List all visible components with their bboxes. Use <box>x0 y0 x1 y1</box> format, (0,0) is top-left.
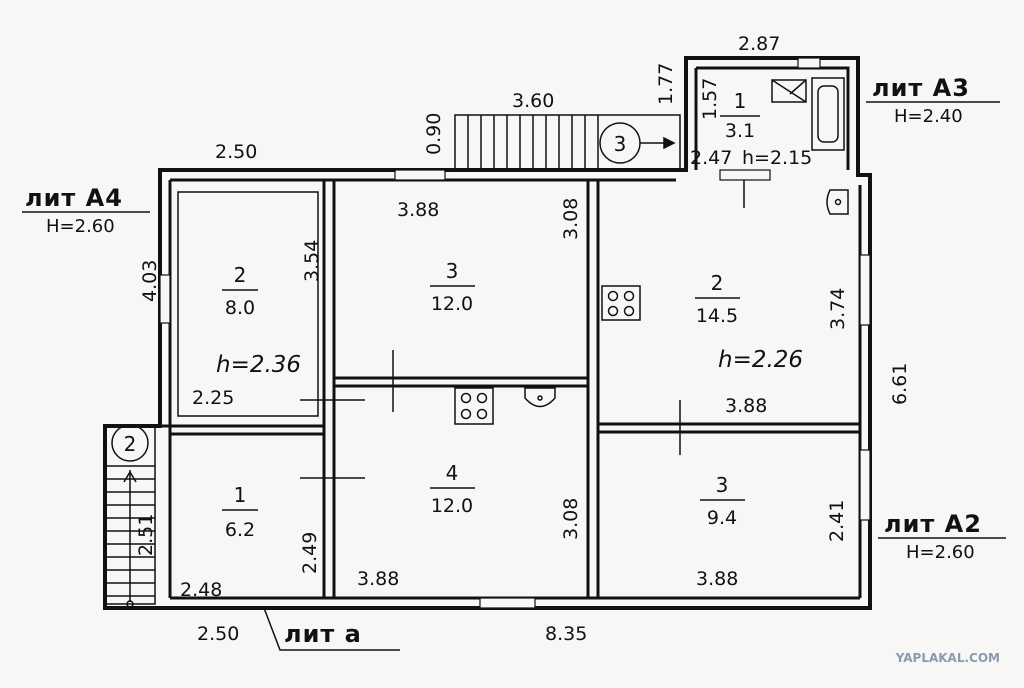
section-height-a3: H=2.40 <box>894 106 963 127</box>
dimension-label: 2.25 <box>192 387 234 409</box>
windows <box>159 57 871 609</box>
porch-stair: 2 <box>104 424 156 608</box>
dimension-label: 3.08 <box>560 198 582 240</box>
stair-number-circle <box>111 424 149 462</box>
watermark: YAPLAKAL.COM <box>895 651 1000 665</box>
room-number: 1 <box>234 483 247 507</box>
room-area: 3.1 <box>725 120 755 142</box>
dimension-label: 6.61 <box>889 363 911 405</box>
dimensions: 2.50 4.03 3.54 2.25 3.88 3.08 3.88 3.08 … <box>135 33 911 645</box>
dimension-label: 4.03 <box>139 260 161 302</box>
stove-icon <box>601 285 641 321</box>
dimension-label: 2.51 <box>135 514 157 556</box>
dimension-label: 3.08 <box>560 498 582 540</box>
room-number: 4 <box>446 461 459 485</box>
ceiling-height: h=2.26 <box>718 347 803 373</box>
room-area: 8.0 <box>225 297 255 319</box>
room-number: 3 <box>716 473 729 497</box>
room-number: 2 <box>711 271 724 295</box>
dimension-label: 3.74 <box>827 288 849 330</box>
dimension-label: 1.57 <box>699 78 721 120</box>
sink-icon <box>524 387 556 408</box>
section-label-a3: лит А3 <box>872 74 970 102</box>
dimension-label: 2.50 <box>215 141 257 163</box>
dimension-label: 3.88 <box>397 199 439 221</box>
room-labels: 2 8.0 1 6.2 3 12.0 4 12.0 2 14.5 3 9.4 1… <box>222 89 760 541</box>
dimension-label: 2.48 <box>180 579 222 601</box>
room-number: 2 <box>234 263 247 287</box>
section-label-a: лит а <box>284 620 362 648</box>
dimension-label: 3.54 <box>301 240 323 282</box>
bathtub-icon <box>811 77 845 151</box>
attic-stair-number: 3 <box>614 132 627 156</box>
interior-walls <box>160 180 860 598</box>
porch-stair-number: 2 <box>124 432 137 456</box>
room-number: 1 <box>734 89 747 113</box>
section-height-a2: H=2.60 <box>906 542 975 563</box>
section-label-a4: лит А4 <box>25 184 123 212</box>
dimension-label: 2.50 <box>197 623 239 645</box>
dimension-label: 3.60 <box>512 90 554 112</box>
fixtures <box>454 77 849 425</box>
section-label-a2: лит А2 <box>884 510 982 538</box>
dimension-label: 3.88 <box>696 568 738 590</box>
toilet-icon <box>771 79 807 103</box>
room-area: 9.4 <box>707 507 737 529</box>
room-area: 12.0 <box>431 495 473 517</box>
room-area: 12.0 <box>431 293 473 315</box>
door-marks <box>300 180 745 479</box>
stove-icon <box>454 387 494 425</box>
dimension-label: 8.35 <box>545 623 587 645</box>
dimension-label: 2.87 <box>738 33 780 55</box>
dimension-label: 3.88 <box>725 395 767 417</box>
ceiling-heights: h=2.36 h=2.26 h=2.15 <box>216 147 812 378</box>
dimension-label: 0.90 <box>423 113 445 155</box>
room-number: 3 <box>446 259 459 283</box>
dimension-label: 2.49 <box>299 532 321 574</box>
section-height-a4: H=2.60 <box>46 216 115 237</box>
ceiling-height: h=2.15 <box>742 147 812 169</box>
dimension-label: 1.77 <box>655 63 677 105</box>
section-labels: лит А4 H=2.60 лит А3 H=2.40 лит А2 H=2.6… <box>22 74 1006 651</box>
ceiling-height: h=2.36 <box>216 352 301 378</box>
dimension-label: 2.41 <box>826 500 848 542</box>
boiler-icon <box>826 189 849 215</box>
dimension-label: 3.88 <box>357 568 399 590</box>
dimension-label: 2.47 <box>690 147 732 169</box>
room-area: 6.2 <box>225 519 255 541</box>
attic-stair: 3 <box>454 114 681 171</box>
room-area: 14.5 <box>696 305 738 327</box>
